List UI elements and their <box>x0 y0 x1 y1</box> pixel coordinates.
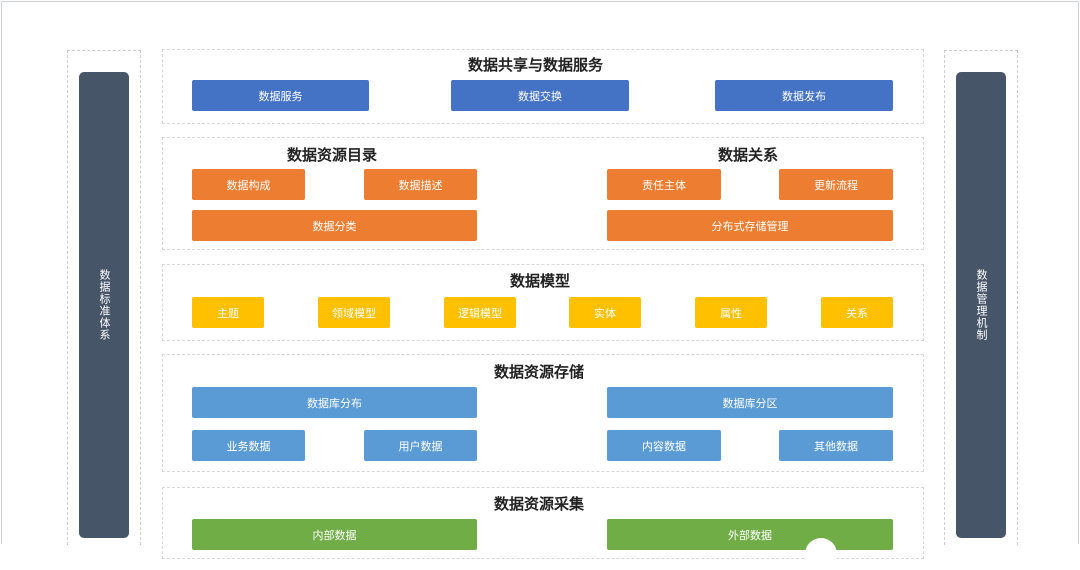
content-data-box: 内容数据 <box>607 430 721 461</box>
right-panel-border <box>944 50 1018 545</box>
data-description-box: 数据描述 <box>364 169 477 200</box>
update-process-box: 更新流程 <box>779 169 893 200</box>
sharing-section <box>162 49 924 124</box>
model-title: 数据模型 <box>510 272 571 290</box>
data-standard-system-bar: 数据标准体系 <box>79 72 129 538</box>
sharing-title: 数据共享与数据服务 <box>468 56 604 74</box>
model-section <box>162 264 924 341</box>
domain-model-box: 领域模型 <box>318 297 390 328</box>
storage-title: 数据资源存储 <box>494 363 585 381</box>
responsible-party-box: 责任主体 <box>607 169 721 200</box>
db-distribution-box: 数据库分布 <box>192 387 477 418</box>
logic-model-box: 逻辑模型 <box>444 297 516 328</box>
data-exchange-box: 数据交换 <box>451 80 629 111</box>
relation-title: 数据关系 <box>718 146 779 164</box>
data-publish-box: 数据发布 <box>715 80 893 111</box>
other-data-box: 其他数据 <box>779 430 893 461</box>
data-standard-system-label: 数据标准体系 <box>98 269 111 341</box>
data-classification-box: 数据分类 <box>192 210 477 241</box>
db-partition-box: 数据库分区 <box>607 387 893 418</box>
attribute-box: 属性 <box>695 297 767 328</box>
storage-section <box>162 354 924 472</box>
decorative-circle <box>805 538 837 570</box>
catalog-section <box>162 137 924 250</box>
subject-box: 主题 <box>192 297 264 328</box>
distributed-storage-box: 分布式存储管理 <box>607 210 893 241</box>
data-management-mechanism-bar: 数据管理机制 <box>956 72 1006 538</box>
data-composition-box: 数据构成 <box>192 169 305 200</box>
external-data-box: 外部数据 <box>607 519 893 550</box>
left-panel-border <box>67 50 141 545</box>
entity-box: 实体 <box>569 297 641 328</box>
user-data-box: 用户数据 <box>364 430 477 461</box>
internal-data-box: 内部数据 <box>192 519 477 550</box>
data-service-box: 数据服务 <box>192 80 369 111</box>
data-management-mechanism-label: 数据管理机制 <box>975 269 988 341</box>
collection-title: 数据资源采集 <box>494 495 585 513</box>
business-data-box: 业务数据 <box>192 430 305 461</box>
relation-box: 关系 <box>821 297 893 328</box>
catalog-title: 数据资源目录 <box>287 146 378 164</box>
outer-frame <box>1 1 1079 544</box>
